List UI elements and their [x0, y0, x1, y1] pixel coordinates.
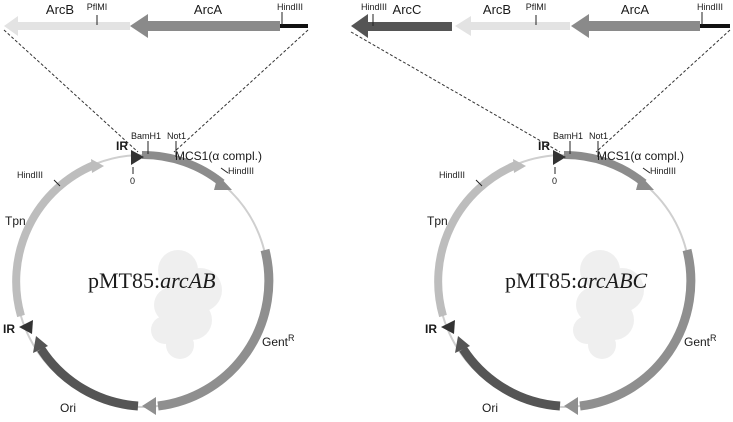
right-hindiii-right-label: HindIII: [650, 166, 676, 176]
left-bamh1-label: BamH1: [131, 131, 161, 141]
left-hindiii-right-tick: [220, 167, 229, 174]
left-not1-label: Not1: [167, 131, 186, 141]
right-panel: HindIII ArcC ArcB PflMI ArcA HindIII: [350, 2, 731, 415]
right-ir-top-label: IR: [538, 139, 550, 153]
right-hindiii-right-bar-label: HindIII: [697, 2, 723, 12]
right-mcs-arrowhead: [636, 175, 654, 190]
right-mcs-arc: [563, 150, 647, 187]
right-arcB-label: ArcB: [483, 2, 511, 17]
right-hindiii-left-label: HindIII: [439, 170, 465, 180]
left-gent-label: GentR: [262, 333, 295, 349]
right-pflmi-label: PflMI: [526, 2, 547, 12]
left-ori-arc: [37, 346, 139, 411]
left-hindiii-right-label: HindIII: [228, 166, 254, 176]
left-hindiii-left-label: HindIII: [17, 170, 43, 180]
right-ir-bottom-label: IR: [425, 322, 437, 336]
right-ori-label: Ori: [482, 401, 498, 415]
left-projection-line-right: [173, 29, 309, 153]
right-gent-label: GentR: [684, 333, 717, 349]
left-title-prefix: pMT85:: [88, 268, 160, 293]
left-title-gene: arcAB: [160, 268, 215, 293]
right-tpn-arrowhead: [513, 159, 526, 173]
left-mcs-arc: [141, 150, 225, 187]
right-ir-bottom-triangle: [441, 320, 455, 334]
right-ori-arrowhead: [455, 336, 470, 353]
right-arcA-arrow: [571, 14, 700, 38]
right-plasmid-title: pMT85:arcABC: [505, 268, 648, 293]
left-gent-arc: [157, 248, 274, 411]
left-ir-top-label: IR: [116, 139, 128, 153]
left-mcs1-label: MCS1(α compl.): [175, 149, 262, 163]
right-insert-bar: HindIII ArcC ArcB PflMI ArcA HindIII: [351, 2, 730, 38]
right-projection-line-left: [350, 31, 561, 153]
right-projection-line-right: [595, 29, 731, 153]
left-arcA-label: ArcA: [194, 2, 223, 17]
right-arcC-label: ArcC: [393, 2, 422, 17]
right-hindiii-left-tick: [475, 179, 483, 187]
right-title-gene: arcABC: [577, 268, 647, 293]
right-arcB-arrow: [455, 16, 570, 36]
left-arcB-label: ArcB: [46, 2, 74, 17]
left-tpn-label: Tpn: [5, 214, 26, 228]
left-tpn-arc: [12, 161, 96, 318]
right-center-blob: [573, 250, 644, 359]
left-gent-arrowhead: [142, 397, 156, 415]
left-gent-text: Gent: [262, 335, 289, 349]
left-tpn-arrowhead: [91, 159, 104, 173]
right-ir-top-triangle: [553, 150, 566, 165]
left-ir-bottom-triangle: [19, 320, 33, 334]
left-center-blob: [151, 250, 222, 359]
right-hindiii-right-tick: [642, 167, 651, 174]
right-not1-label: Not1: [589, 131, 608, 141]
left-projection-line-left: [3, 29, 139, 153]
left-ir-bottom-label: IR: [3, 322, 15, 336]
left-ori-label: Ori: [60, 401, 76, 415]
left-hindiii-bar-label: HindIII: [277, 2, 303, 12]
right-title-prefix: pMT85:: [505, 268, 577, 293]
left-ori-arrowhead: [33, 336, 48, 353]
right-gent-arrowhead: [564, 397, 578, 415]
left-insert-bar: ArcB PflMI ArcA HindIII: [4, 2, 308, 38]
right-tpn-label: Tpn: [427, 214, 448, 228]
right-arcA-label: ArcA: [621, 2, 650, 17]
right-mcs1-label: MCS1(α compl.): [597, 149, 684, 163]
left-hindiii-left-tick: [53, 179, 61, 187]
left-arcA-arrow: [130, 14, 280, 38]
right-ori-arc: [459, 346, 561, 411]
right-gent-arc: [579, 248, 696, 411]
right-zero-label: 0: [552, 176, 557, 186]
left-zero-label: 0: [130, 176, 135, 186]
left-ir-top-triangle: [131, 150, 144, 165]
right-tpn-arc: [434, 161, 518, 318]
left-bar-end: [280, 24, 308, 28]
right-gent-superscript: R: [710, 333, 717, 343]
left-gent-superscript: R: [288, 333, 295, 343]
right-gent-text: Gent: [684, 335, 711, 349]
left-pflmi-label: PflMI: [87, 2, 108, 12]
left-arcB-arrow: [4, 16, 130, 36]
right-arcC-arrow: [351, 14, 452, 38]
right-bamh1-label: BamH1: [553, 131, 583, 141]
right-hindiii-left-bar-label: HindIII: [361, 2, 387, 12]
left-plasmid-title: pMT85:arcAB: [88, 268, 216, 293]
left-mcs-arrowhead: [214, 175, 232, 190]
right-bar-end: [700, 24, 730, 28]
left-panel: ArcB PflMI ArcA HindIII: [3, 2, 309, 415]
